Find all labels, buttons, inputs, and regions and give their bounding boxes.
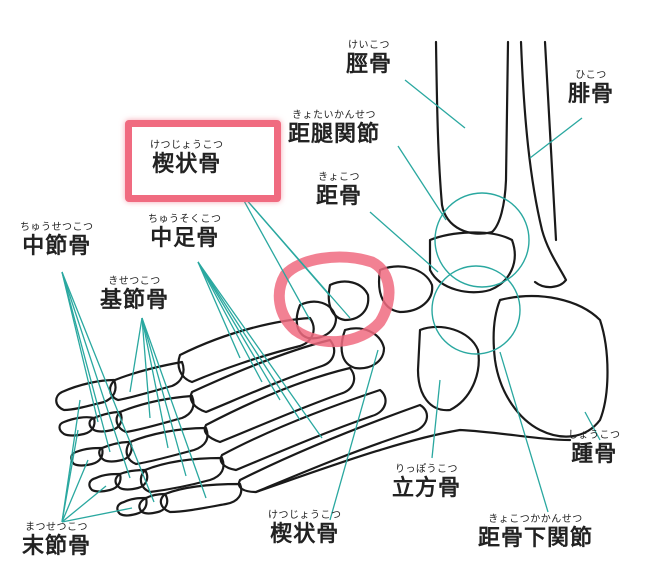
tibia-outline: [434, 40, 510, 235]
label-kyokotsukakansetsu: きょこつかかんせつ 距骨下関節: [478, 514, 593, 552]
name-chusetsukotsu: 中節骨: [22, 234, 92, 259]
name-chusokukotsu: 中足骨: [150, 226, 220, 251]
ruby-shokotsu: しょうこつ: [568, 430, 621, 441]
label-chusokukotsu: ちゅうそくこつ 中足骨: [148, 214, 222, 252]
label-kyokotsu: きょこつ 距骨: [316, 172, 362, 210]
ruby-chusetsukotsu: ちゅうせつこつ: [20, 222, 94, 233]
metatarsal-1: [177, 316, 315, 384]
distal-phalanx-1: [55, 378, 117, 412]
leader-kisetsu-4: [141, 317, 187, 477]
metatarsal-2: [189, 338, 336, 414]
metatarsal-3: [203, 366, 356, 444]
leader-kisetsu-1: [129, 317, 143, 393]
ruby-ketsujokotsu-bottom: けつじょうこつ: [268, 510, 342, 521]
distal-phalanx-2: [58, 416, 96, 437]
leader-kyotaikansetsu: [397, 145, 447, 221]
distal-phalanx-5: [116, 496, 148, 517]
ankle-joint-circle: [434, 192, 530, 288]
label-hikotsu: ひこつ 腓骨: [568, 70, 614, 108]
label-rippokotsu: りっぽうこつ 立方骨: [392, 464, 461, 502]
ruby-chusokukotsu: ちゅうそくこつ: [148, 214, 222, 225]
leader-chusetsu-3: [61, 271, 131, 479]
leader-chusoku-3: [197, 261, 281, 401]
distal-phalanx-4: [88, 472, 122, 493]
name-ketsujokotsu-top: 楔状骨: [152, 152, 222, 177]
name-rippokotsu: 立方骨: [392, 476, 462, 501]
leader-hikotsu: [529, 117, 583, 159]
metatarsal-5: [237, 403, 429, 494]
leader-ketsujo-top-2: [237, 189, 311, 321]
ruby-kyotaikansetsu: きょたいかんせつ: [292, 110, 376, 121]
label-shokotsu: しょうこつ 踵骨: [568, 430, 621, 468]
leader-kisetsu-2: [141, 317, 151, 419]
name-hikotsu: 腓骨: [568, 82, 615, 107]
label-kyotaikansetsu: きょたいかんせつ 距腿関節: [288, 110, 380, 148]
leader-ketsujo-bottom: [329, 349, 379, 521]
ruby-massetsukotsu: まつせつこつ: [25, 522, 88, 533]
name-ketsujokotsu-bottom: 楔状骨: [270, 522, 340, 547]
proximal-phalanx-3: [125, 426, 209, 466]
calcaneus-outline: [492, 294, 609, 438]
leader-chusoku-4: [197, 261, 301, 421]
leader-massetsu-5: [61, 507, 133, 523]
label-chusetsukotsu: ちゅうせつこつ 中節骨: [20, 222, 94, 260]
name-keikotsu: 脛骨: [346, 52, 393, 77]
subtalar-joint-circle: [431, 265, 521, 355]
cuneiform-highlight: [273, 251, 395, 348]
metatarsal-4: [219, 388, 387, 472]
leader-chusetsu-2: [61, 271, 111, 453]
joint-circles: [431, 192, 530, 355]
leader-chusoku-5: [197, 261, 323, 439]
ruby-keikotsu: けいこつ: [348, 40, 390, 51]
label-ketsujokotsu-bottom: けつじょうこつ 楔状骨: [268, 510, 342, 548]
proximal-phalanx-2: [115, 394, 195, 434]
leader-massetsu-4: [61, 485, 107, 523]
label-ketsujokotsu-top: けつじょうこつ 楔状骨: [150, 140, 224, 178]
leader-lines: [61, 79, 601, 523]
name-kisetsukotsu: 基節骨: [100, 288, 170, 313]
ruby-kyokotsu: きょこつ: [318, 172, 360, 183]
highlight-box: [125, 120, 281, 202]
leader-massetsu-2: [61, 429, 79, 523]
label-kisetsukotsu: きせつこつ 基節骨: [100, 276, 169, 314]
ruby-rippokotsu: りっぽうこつ: [395, 464, 458, 475]
ruby-kisetsukotsu: きせつこつ: [108, 276, 161, 287]
leader-chusoku-1: [197, 261, 241, 359]
name-massetsukotsu: 末節骨: [22, 534, 92, 559]
leader-massetsu-3: [61, 459, 89, 523]
leader-rippo: [431, 379, 441, 459]
leader-kisetsu-3: [141, 317, 169, 449]
middle-phalanx-4: [114, 468, 149, 491]
leader-kisetsu-5: [141, 317, 207, 499]
name-kyokotsu: 距骨: [316, 184, 363, 209]
middle-phalanx-2: [88, 410, 123, 433]
leader-ketsujo-top-3: [237, 189, 351, 319]
talus-outline: [428, 231, 516, 294]
name-kyokotsukakansetsu: 距骨下関節: [478, 526, 594, 551]
sole-contour: [254, 428, 572, 494]
cuboid-outline: [416, 325, 480, 412]
ruby-kyokotsukakansetsu: きょこつかかんせつ: [488, 514, 583, 525]
fibula-outline: [519, 40, 568, 289]
leader-chusetsu-4: [61, 271, 155, 503]
middle-phalanx-3: [98, 440, 133, 463]
ruby-ketsujokotsu-top: けつじょうこつ: [150, 140, 224, 151]
ruby-hikotsu: ひこつ: [575, 70, 607, 81]
middle-phalanx-5: [138, 492, 169, 515]
leader-shokotsu: [584, 411, 601, 441]
name-shokotsu: 踵骨: [571, 442, 618, 467]
fibula-inner: [543, 40, 558, 242]
leader-kyokotsukakansetsu: [499, 351, 549, 513]
leader-keikotsu: [404, 79, 466, 129]
leader-chusoku-2: [197, 261, 263, 383]
label-keikotsu: けいこつ 脛骨: [346, 40, 392, 78]
bone-outlines: [55, 40, 609, 517]
label-massetsukotsu: まつせつこつ 末節骨: [22, 522, 91, 560]
name-kyotaikansetsu: 距腿関節: [288, 122, 381, 147]
leader-kyokotsu: [369, 211, 439, 273]
